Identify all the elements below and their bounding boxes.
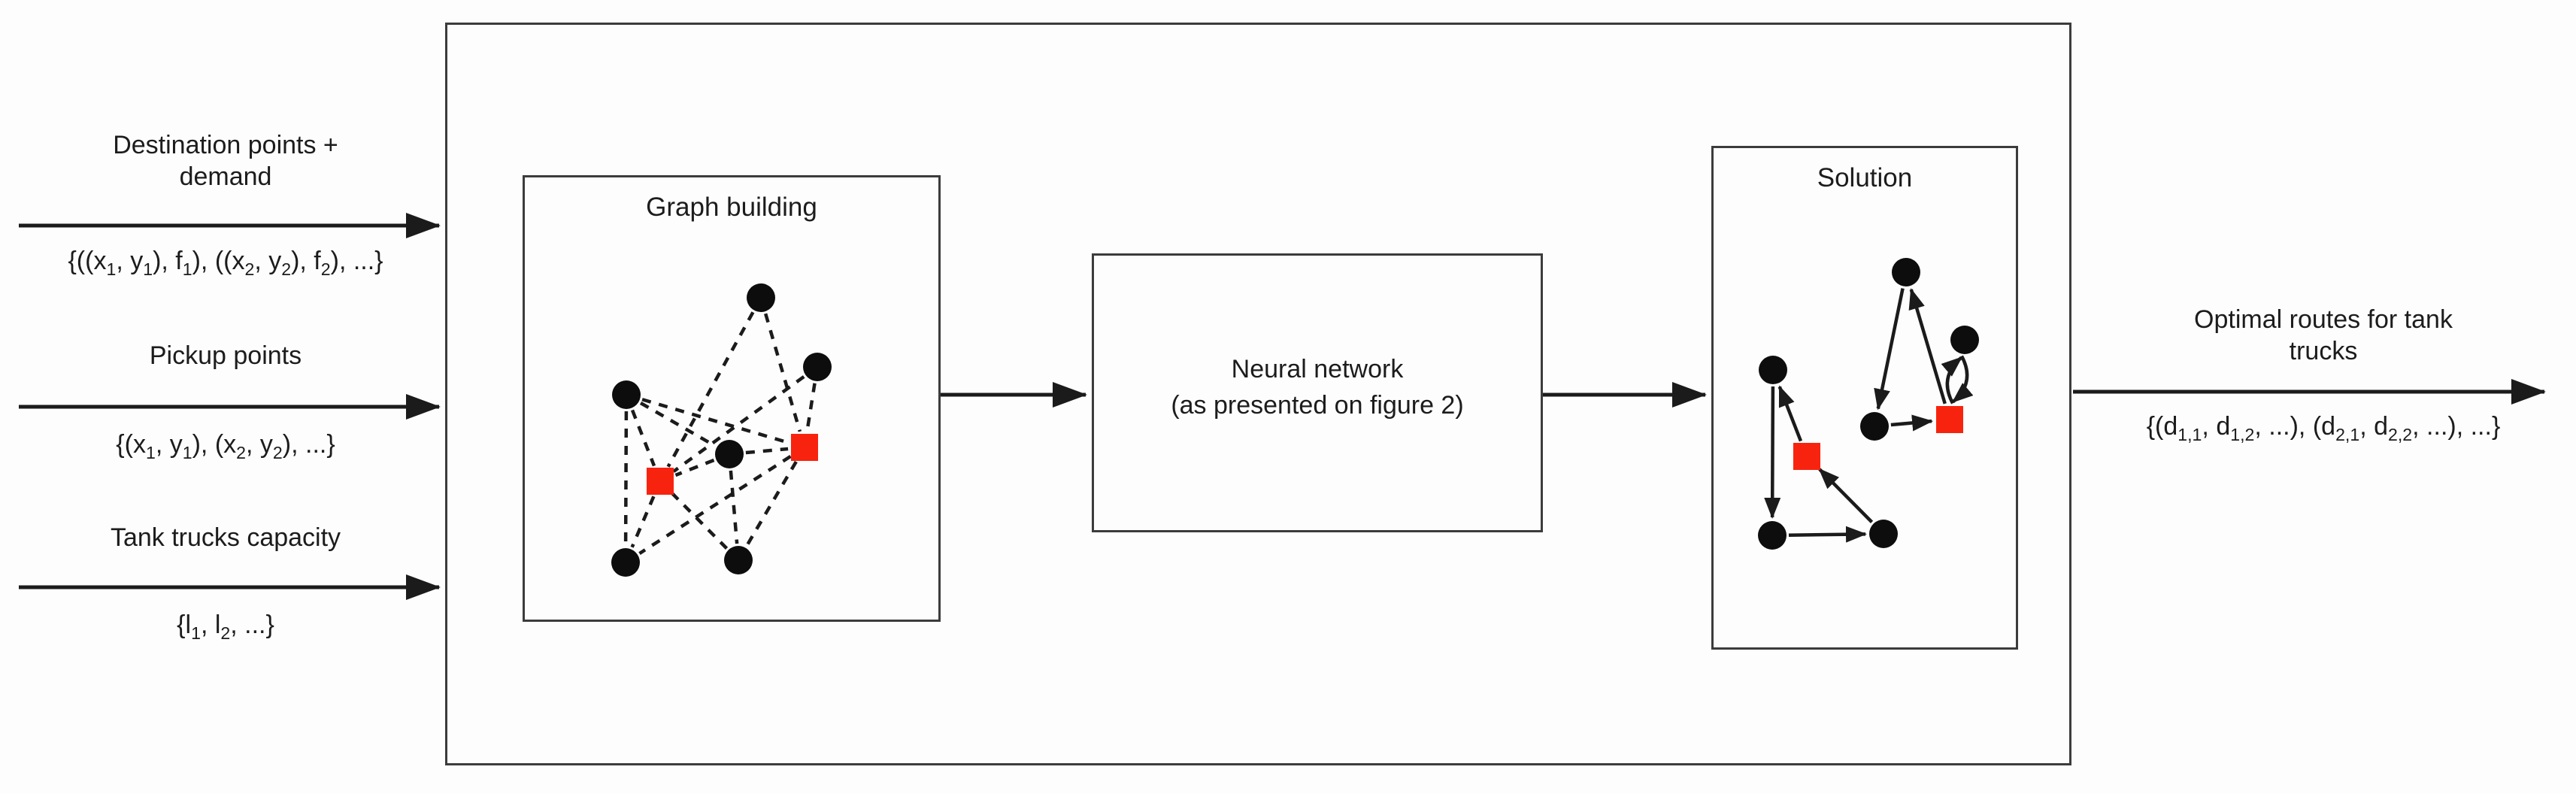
graph-building-box: Graph building bbox=[523, 175, 941, 622]
input-capacity-formula: {l1, l2, ...} bbox=[177, 611, 274, 643]
graph-edge bbox=[805, 383, 817, 432]
route-edge bbox=[1890, 414, 1934, 432]
neural-network-label: Neural network (as presented on figure 2… bbox=[1171, 354, 1464, 420]
destination-node bbox=[1758, 521, 1787, 550]
destination-node bbox=[611, 548, 640, 577]
route-edge bbox=[1818, 468, 1874, 523]
graph-building-title: Graph building bbox=[646, 192, 817, 222]
graph-edge bbox=[639, 402, 717, 447]
route-edge bbox=[1788, 526, 1868, 543]
graph-edge bbox=[670, 492, 729, 550]
graph-edge bbox=[630, 495, 656, 548]
pickup-node bbox=[647, 468, 674, 495]
destination-node bbox=[803, 353, 832, 381]
pickup-node bbox=[1936, 406, 1963, 433]
destination-node bbox=[1950, 326, 1979, 354]
destination-node bbox=[1892, 258, 1920, 286]
graph-edge bbox=[745, 460, 798, 547]
route-edge bbox=[1874, 288, 1905, 411]
pickup-node bbox=[1793, 443, 1820, 470]
route-edge bbox=[1951, 355, 1974, 404]
destination-node bbox=[612, 380, 641, 409]
route-edge bbox=[1764, 386, 1781, 520]
route-edge bbox=[1777, 385, 1803, 442]
destination-node bbox=[1869, 520, 1898, 548]
pickup-node bbox=[791, 434, 818, 461]
solution-box: Solution bbox=[1711, 146, 2018, 650]
input-destination-formula: {((x1, y1), f1), ((x2, y2), f2), ...} bbox=[68, 247, 383, 279]
input-capacity-label: Tank trucks capacity bbox=[110, 523, 341, 552]
destination-node bbox=[724, 546, 753, 574]
destination-node bbox=[715, 440, 744, 468]
graph-edge bbox=[641, 398, 789, 444]
input-pickup-formula: {(x1, y1), (x2, y2), ...} bbox=[116, 430, 335, 462]
pipeline-outer-box bbox=[445, 23, 2071, 765]
destination-node bbox=[747, 283, 775, 312]
neural-network-box: Neural network (as presented on figure 2… bbox=[1092, 253, 1543, 532]
destination-node bbox=[1860, 412, 1889, 441]
destination-node bbox=[1759, 356, 1787, 384]
route-edge bbox=[1941, 356, 1963, 405]
graph-edge bbox=[729, 470, 739, 544]
graph-edge bbox=[745, 447, 789, 455]
input-destination-label: Destination points + demand bbox=[113, 131, 338, 192]
output-routes-label: Optimal routes for tank trucks bbox=[2194, 305, 2453, 366]
graph-edge bbox=[630, 409, 656, 467]
route-edge bbox=[1908, 288, 1947, 405]
solution-title: Solution bbox=[1817, 163, 1913, 192]
input-pickup-label: Pickup points bbox=[149, 341, 302, 370]
graph-edge bbox=[674, 458, 715, 477]
output-routes-formula: {(d1,1, d1,2, ...), (d2,1, d2,2, ...), .… bbox=[2146, 412, 2501, 444]
graph-edge bbox=[638, 455, 792, 555]
graph-edge bbox=[666, 311, 755, 468]
graph-edge bbox=[763, 313, 802, 432]
